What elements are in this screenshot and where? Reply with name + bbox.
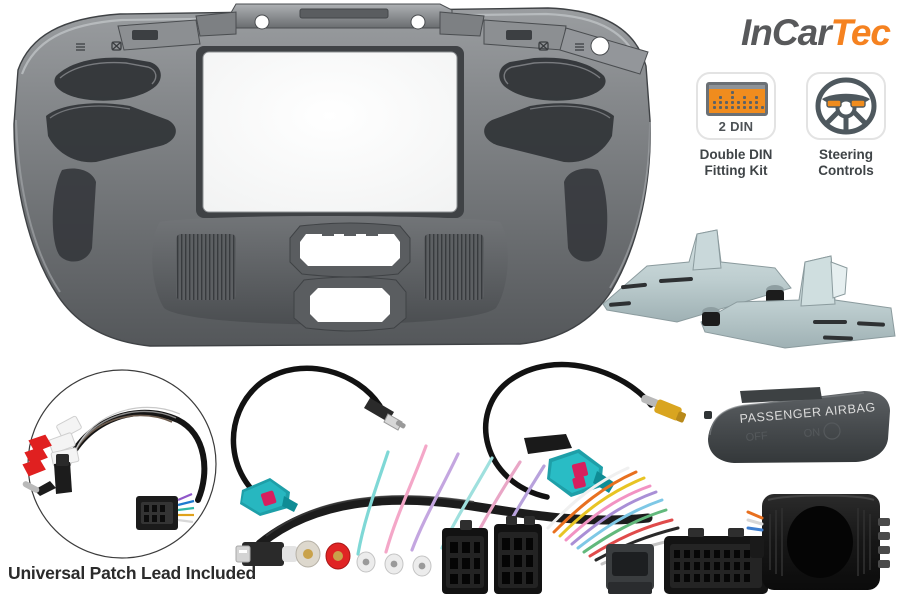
airbag-panel-off-text: OFF bbox=[745, 430, 768, 444]
smb-connector bbox=[641, 394, 686, 423]
fascia-left-vent bbox=[54, 57, 161, 101]
equalizer-dots bbox=[713, 91, 765, 113]
double-din-badge-label: Double DIN Fitting Kit bbox=[688, 147, 784, 180]
steering-label-line2: Controls bbox=[818, 163, 874, 179]
antenna-adapter-fakra-to-din bbox=[218, 358, 408, 518]
iso-connector-a bbox=[442, 520, 488, 594]
double-din-label-line1: Double DIN bbox=[699, 147, 773, 162]
brand-logo-incar: InCar bbox=[741, 12, 832, 53]
fascia-defrost-icon-right bbox=[575, 43, 584, 51]
brand-logo-tec: Tec bbox=[830, 12, 891, 53]
patch-lead-caption: Universal Patch Lead Included bbox=[8, 563, 257, 583]
dash-fascia-panel bbox=[0, 0, 660, 360]
steering-label-line1: Steering bbox=[818, 147, 873, 162]
fakra-connector-2 bbox=[547, 449, 615, 497]
feature-badge-double-din: 2 DIN Double DIN Fitting Kit bbox=[688, 72, 784, 180]
vehicle-multipin-connector bbox=[664, 528, 768, 594]
feature-badge-steering-controls: Steering Controls bbox=[798, 72, 894, 180]
patch-lead-clips bbox=[22, 434, 52, 477]
feature-badges: 2 DIN Double DIN Fitting Kit bbox=[688, 72, 894, 180]
fascia-hazard-icon bbox=[111, 41, 122, 51]
mounting-bracket-left bbox=[602, 229, 792, 323]
mounting-brackets bbox=[585, 228, 900, 353]
iso-connector-b bbox=[494, 516, 542, 594]
fakra-connector bbox=[240, 478, 298, 516]
passenger-airbag-panel: PASSENGER AIRBAG OFF ON bbox=[700, 383, 896, 475]
steering-badge-card bbox=[806, 72, 886, 140]
steering-wheel-icon bbox=[815, 77, 877, 135]
double-din-badge-card: 2 DIN bbox=[696, 72, 776, 140]
jack-3-5mm-connector bbox=[22, 454, 72, 496]
double-din-badge-screen-text: 2 DIN bbox=[718, 119, 754, 134]
wiring-harness bbox=[235, 432, 796, 600]
double-din-radio-icon bbox=[706, 82, 768, 116]
steering-badge-label: Steering Controls bbox=[798, 147, 894, 180]
rca-plugs bbox=[295, 540, 432, 577]
fascia-defrost-icon bbox=[76, 43, 85, 51]
double-din-label-line2: Fitting Kit bbox=[704, 163, 768, 179]
din-antenna-plug bbox=[364, 398, 406, 431]
mounting-bracket-right bbox=[700, 255, 896, 349]
grey-connector bbox=[606, 544, 654, 594]
fascia-right-vent bbox=[499, 57, 606, 101]
brand-logo: InCarTec bbox=[690, 12, 891, 53]
universal-patch-lead bbox=[10, 368, 235, 560]
usb-connector bbox=[235, 542, 298, 566]
steering-interface-module bbox=[746, 484, 896, 600]
airbag-panel-on-text: ON bbox=[803, 427, 821, 440]
patch-lead-connector-block bbox=[136, 492, 195, 530]
fascia-hazard-icon-right bbox=[538, 41, 549, 51]
antenna-adapter-fakra-to-smb bbox=[455, 355, 695, 515]
